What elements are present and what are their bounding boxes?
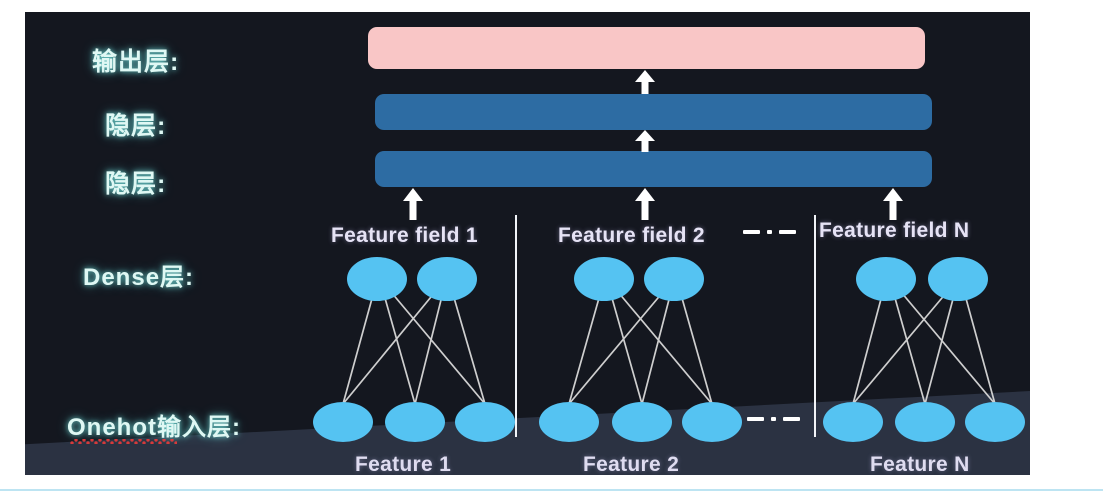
feature-field-1-title: Feature field 1 <box>331 224 478 247</box>
onehot-input-node <box>455 402 515 442</box>
feature-field-n-title: Feature field N <box>819 219 970 242</box>
onehot-input-node <box>385 402 445 442</box>
onehot-input-node <box>965 402 1025 442</box>
dense-node <box>856 257 916 301</box>
feature-1-caption: Feature 1 <box>355 453 452 475</box>
feature-n-caption: Feature N <box>870 453 970 475</box>
dense-node <box>928 257 988 301</box>
layer-label-output: 输出层: <box>92 48 180 76</box>
onehot-input-node <box>313 402 373 442</box>
arrow-field1-to-hidden1-icon <box>402 188 424 220</box>
page-bottom-rule <box>0 489 1103 491</box>
onehot-input-node <box>612 402 672 442</box>
dense-node <box>574 257 634 301</box>
feature-field-2-title: Feature field 2 <box>558 224 705 247</box>
onehot-input-node <box>895 402 955 442</box>
output-layer-bar <box>368 27 925 69</box>
layer-label-dense: Dense层: <box>83 264 195 291</box>
arrow-field2-to-hidden1-icon <box>634 188 656 220</box>
feature-2-caption: Feature 2 <box>583 453 680 475</box>
arrow-hidden1-to-hidden2-icon <box>634 130 656 152</box>
dense-node <box>347 257 407 301</box>
onehot-input-node <box>682 402 742 442</box>
diagram-panel: 输出层: 隐层: 隐层: Dense层: Onehot输入层: <box>25 12 1030 475</box>
arrow-fieldn-to-hidden1-icon <box>882 188 904 220</box>
field-divider-2 <box>814 215 816 437</box>
onehot-input-node <box>823 402 883 442</box>
spellcheck-underline <box>70 439 177 444</box>
layer-label-hidden-1: 隐层: <box>105 170 167 198</box>
layer-label-onehot-input: Onehot输入层: <box>67 414 241 441</box>
onehot-input-node <box>539 402 599 442</box>
hidden-layer-2-bar <box>375 94 932 130</box>
hidden-layer-1-bar <box>375 151 932 187</box>
field-divider-1 <box>515 215 517 437</box>
dense-node <box>417 257 477 301</box>
layer-label-hidden-2: 隐层: <box>105 112 167 140</box>
dense-node <box>644 257 704 301</box>
field-ellipsis-separator-top <box>743 230 796 234</box>
arrow-hidden2-to-output-icon <box>634 70 656 94</box>
input-ellipsis-separator-bottom <box>747 417 800 421</box>
